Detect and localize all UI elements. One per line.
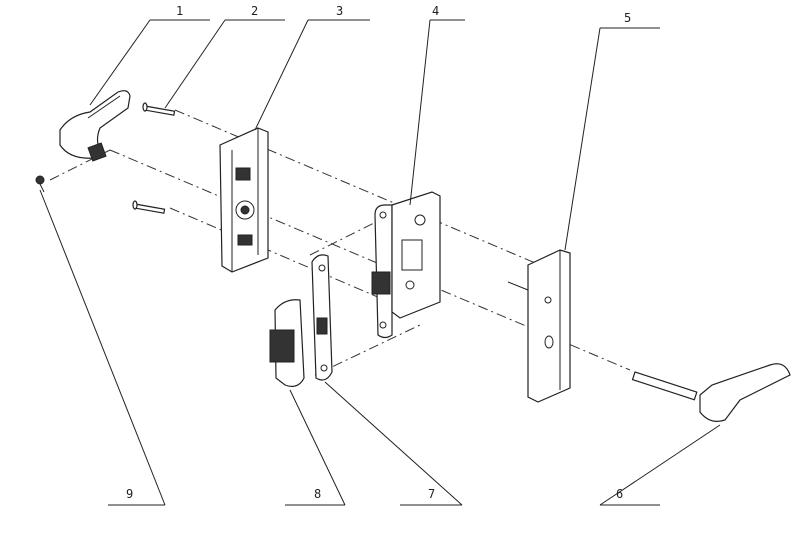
svg-text:8: 8 — [314, 487, 321, 501]
set-screw — [35, 175, 45, 193]
svg-text:1: 1 — [176, 4, 183, 18]
lever-handle-left — [59, 90, 131, 162]
callout-4: 4 — [409, 4, 465, 206]
svg-text:2: 2 — [251, 4, 258, 18]
svg-text:4: 4 — [432, 4, 439, 18]
back-plate — [507, 249, 571, 403]
svg-text:9: 9 — [126, 487, 133, 501]
callout-8: 8 — [285, 389, 346, 506]
handle-base-plate — [219, 127, 269, 273]
strike-plate — [269, 299, 305, 388]
callout-2: 2 — [164, 4, 285, 109]
lock-body — [371, 191, 441, 339]
svg-text:7: 7 — [428, 487, 435, 501]
svg-text:3: 3 — [336, 4, 343, 18]
callout-1: 1 — [89, 4, 210, 106]
svg-text:6: 6 — [616, 487, 623, 501]
callout-6: 6 — [599, 424, 721, 506]
face-plate — [311, 254, 333, 381]
lever-handle-with-spindle — [631, 363, 791, 422]
screws — [132, 102, 176, 214]
callout-5: 5 — [564, 11, 660, 251]
callout-9: 9 — [39, 189, 166, 506]
svg-text:5: 5 — [624, 11, 631, 25]
callout-3: 3 — [254, 4, 370, 131]
callout-7: 7 — [324, 381, 463, 506]
